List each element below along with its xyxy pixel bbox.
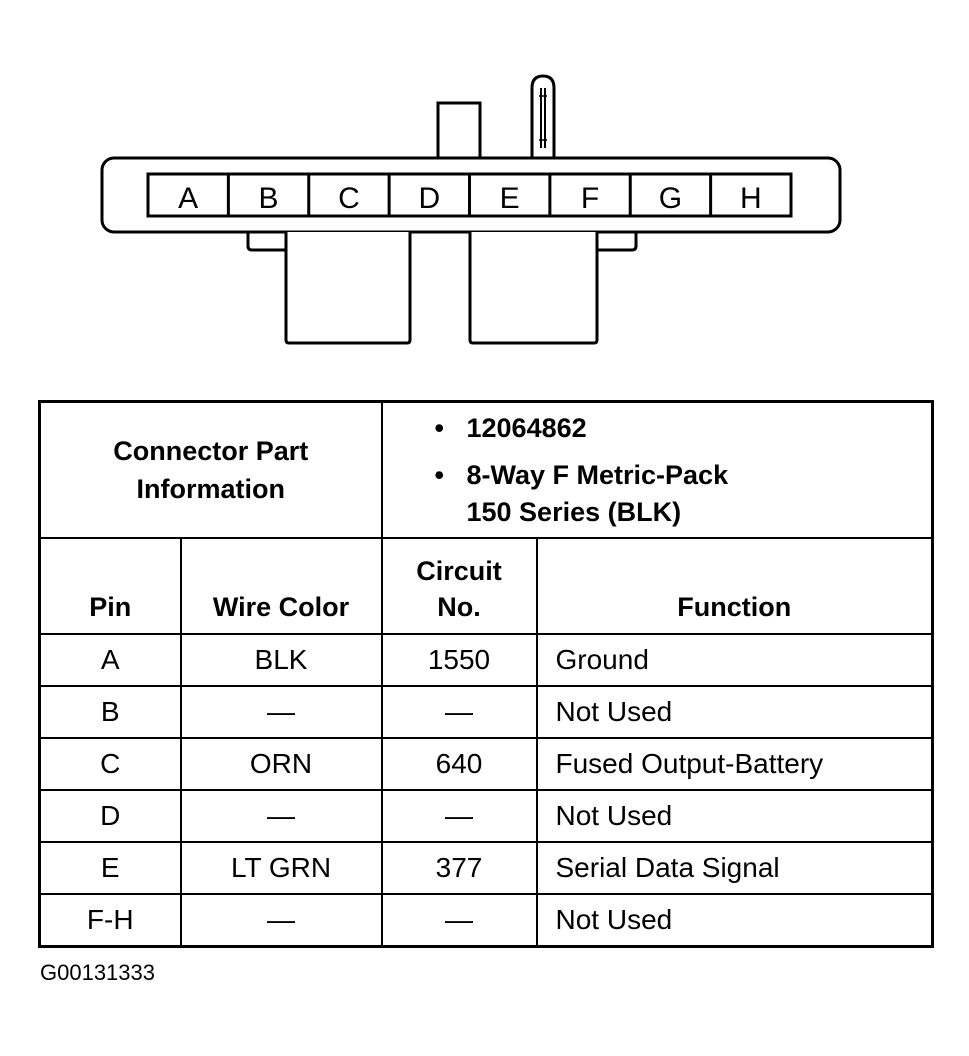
pin-cell: D [38,789,182,843]
wire-color-cell: — [179,893,383,948]
part-number: 12064862 [466,412,587,443]
part-description-line1: 8-Way F Metric-Pack [466,459,729,490]
bullet-icon: • [434,412,444,443]
part-info-row: Connector Part Information • 12064862 • … [38,400,934,539]
function-cell: Not Used [535,893,934,948]
lower-housing-right [468,232,599,345]
circuit-cell: 640 [380,737,538,791]
top-latch-tab [436,101,482,160]
pin-cavity-strip: A B C D E F G H [146,172,793,218]
header-pin: Pin [38,537,182,635]
terminal-blade [530,74,556,158]
circuit-cell: — [380,893,538,948]
pin-label-a: A [178,182,198,215]
header-function: Function [535,537,934,635]
function-cell: Fused Output-Battery [535,737,934,791]
pin-label-c: C [338,182,360,215]
part-number-item: • 12064862 [435,410,932,447]
pin-label-e: E [500,182,520,215]
table-row: F-H——Not Used [38,893,934,948]
function-cell: Not Used [535,789,934,843]
bullet-icon: • [434,459,444,490]
header-circuit-line2: No. [437,592,481,622]
circuit-cell: — [380,789,538,843]
pin-label-g: G [659,182,682,215]
wire-color-cell: — [179,789,383,843]
wire-color-cell: LT GRN [179,841,383,895]
pin-cell: C [38,737,182,791]
pin-label-h: H [740,182,762,215]
pin-cell: A [38,633,182,687]
pin-label-d: D [418,182,440,215]
function-cell: Serial Data Signal [535,841,934,895]
table-row: D——Not Used [38,789,934,843]
pin-label-b: B [259,182,279,215]
wire-color-cell: ORN [179,737,383,791]
figure-id: G00131333 [40,960,155,985]
lower-right-tab [597,232,638,252]
pin-label-f: F [581,182,599,215]
table-header-row: Pin Wire Color Circuit No. Function [38,537,934,635]
pin-cell: E [38,841,182,895]
table-row: B——Not Used [38,685,934,739]
pin-cell: B [38,685,182,739]
wire-color-cell: — [179,685,383,739]
header-circuit-line1: Circuit [416,556,502,586]
header-circuit-no: Circuit No. [380,537,538,635]
circuit-cell: 377 [380,841,538,895]
function-cell: Ground [535,633,934,687]
part-info-label-text: Connector Part Information [113,436,309,504]
part-info-label: Connector Part Information [38,400,383,539]
part-description-item: • 8-Way F Metric-Pack [435,457,932,494]
pin-cell: F-H [38,893,182,948]
lower-left-tab [246,232,286,252]
function-cell: Not Used [535,685,934,739]
connector-pin-table: Connector Part Information • 12064862 • … [38,400,934,948]
part-info-value: • 12064862 • 8-Way F Metric-Pack 150 Ser… [380,400,934,539]
circuit-cell: — [380,685,538,739]
lower-housing-left [284,232,412,345]
wire-color-cell: BLK [179,633,383,687]
circuit-cell: 1550 [380,633,538,687]
part-description-line2: 150 Series (BLK) [466,496,682,527]
header-wire-color: Wire Color [179,537,383,635]
connector-diagram: A B C D E F G H [100,74,842,345]
